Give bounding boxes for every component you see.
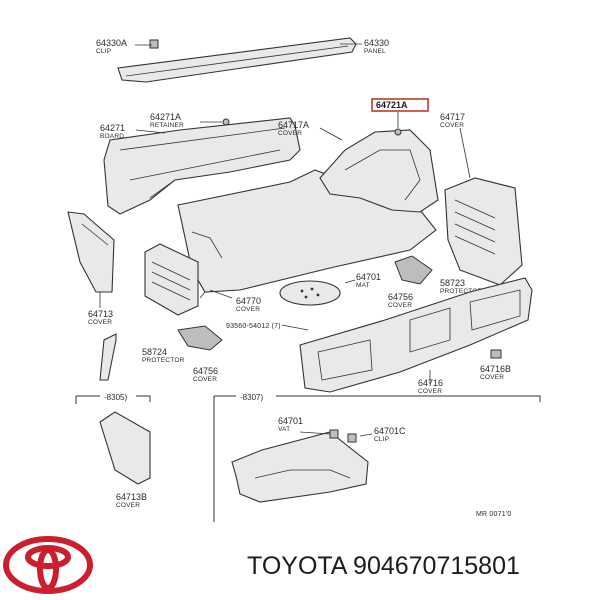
retainer-clip bbox=[222, 118, 230, 126]
svg-text:64770: 64770 bbox=[236, 296, 261, 306]
svg-text:64713B: 64713B bbox=[116, 492, 147, 502]
highlight-box bbox=[371, 98, 429, 112]
svg-text:RETAINER: RETAINER bbox=[150, 122, 184, 129]
panel-64330[interactable] bbox=[117, 37, 357, 83]
svg-text:64717A: 64717A bbox=[278, 120, 309, 130]
toyota-logo-icon bbox=[3, 536, 93, 594]
label-64721a[interactable]: 64721A bbox=[376, 100, 408, 110]
svg-text:64756: 64756 bbox=[193, 366, 218, 376]
svg-text:64271: 64271 bbox=[100, 123, 125, 133]
label-64330a: 64330A bbox=[96, 38, 127, 48]
svg-text:64701C: 64701C bbox=[374, 426, 406, 436]
clip-64701c-b bbox=[347, 433, 357, 443]
svg-text:64717: 64717 bbox=[440, 112, 465, 122]
svg-text:MAT: MAT bbox=[356, 282, 370, 289]
cover-64756-upper[interactable] bbox=[394, 255, 433, 285]
svg-text:64701: 64701 bbox=[356, 272, 381, 282]
protector-58724[interactable] bbox=[99, 333, 117, 381]
svg-text:COVER: COVER bbox=[116, 502, 140, 509]
svg-text:BOARD: BOARD bbox=[100, 133, 124, 140]
svg-text:58724: 58724 bbox=[142, 347, 167, 357]
range-bracket-left bbox=[75, 395, 151, 404]
svg-text:64713: 64713 bbox=[88, 309, 113, 319]
svg-text:COVER: COVER bbox=[480, 374, 504, 381]
vat-64701[interactable] bbox=[231, 431, 369, 503]
clip-64721a bbox=[394, 128, 402, 136]
svg-text:COVER: COVER bbox=[440, 122, 464, 129]
svg-text:PANEL: PANEL bbox=[364, 48, 386, 55]
svg-text:93560-54012 (7): 93560-54012 (7) bbox=[226, 323, 281, 330]
cover-64756-lower[interactable] bbox=[177, 325, 223, 351]
svg-text:VAT: VAT bbox=[278, 426, 290, 433]
svg-text:64701: 64701 bbox=[278, 416, 303, 426]
svg-text:CLIP: CLIP bbox=[374, 436, 389, 443]
label-64330: 64330 bbox=[364, 38, 389, 48]
svg-text:64271A: 64271A bbox=[150, 112, 181, 122]
cover-64717a[interactable] bbox=[319, 128, 439, 213]
clip-64716b[interactable] bbox=[490, 349, 502, 359]
svg-text:COVER: COVER bbox=[88, 319, 112, 326]
brand-part-number: TOYOTA 904670715801 bbox=[247, 552, 520, 580]
svg-text:58723: 58723 bbox=[440, 278, 465, 288]
cover-64713[interactable] bbox=[67, 211, 115, 293]
cover-64770[interactable] bbox=[144, 243, 199, 316]
svg-text:COVER: COVER bbox=[193, 376, 217, 383]
range-bracket-right bbox=[213, 395, 541, 522]
cover-64716[interactable] bbox=[299, 277, 533, 393]
svg-text:CLIP: CLIP bbox=[96, 48, 111, 55]
svg-text:PROTECTOR: PROTECTOR bbox=[440, 288, 483, 295]
svg-text:-8305): -8305) bbox=[104, 393, 127, 402]
svg-text:COVER: COVER bbox=[278, 130, 302, 137]
cover-64717[interactable] bbox=[444, 177, 523, 286]
svg-text:64716: 64716 bbox=[418, 378, 443, 388]
svg-text:PROTECTOR: PROTECTOR bbox=[142, 357, 185, 364]
svg-text:COVER: COVER bbox=[418, 388, 442, 395]
svg-text:-8307): -8307) bbox=[240, 393, 263, 402]
cover-64713b[interactable] bbox=[99, 411, 151, 485]
board-64271[interactable] bbox=[103, 117, 301, 215]
figure-code: MR 0071'0 bbox=[476, 511, 511, 518]
svg-text:COVER: COVER bbox=[388, 302, 412, 309]
svg-text:COVER: COVER bbox=[236, 306, 260, 313]
clip-64701c-a bbox=[329, 429, 339, 439]
mat-64701[interactable] bbox=[279, 280, 341, 306]
svg-text:64756: 64756 bbox=[388, 292, 413, 302]
svg-text:64716B: 64716B bbox=[480, 364, 511, 374]
